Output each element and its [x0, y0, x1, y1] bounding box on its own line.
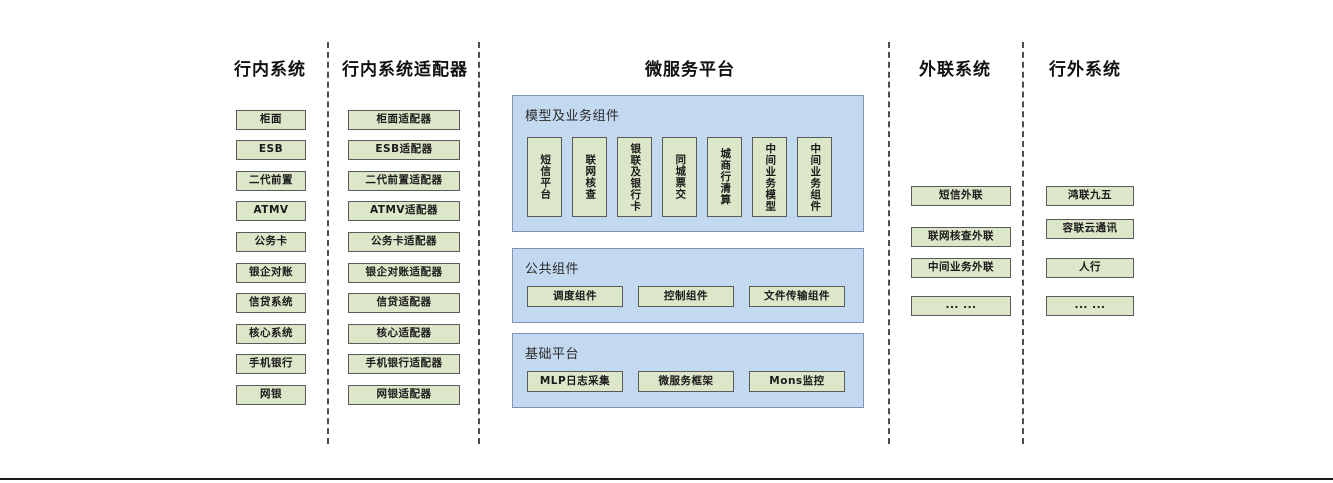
panel-base-platform: 基础平台	[512, 333, 864, 408]
node-inbank-system[interactable]: ATMV	[236, 201, 306, 221]
node-inbank-adapter[interactable]: 柜面适配器	[348, 110, 460, 130]
column-divider-2	[478, 42, 480, 444]
column-divider-3	[888, 42, 890, 444]
node-external-link-system[interactable]: ... ...	[911, 296, 1011, 316]
node-model-component[interactable]: 短信平台	[527, 137, 562, 217]
panel-title-model-business-components: 模型及业务组件	[525, 109, 620, 124]
node-external-link-system[interactable]: 短信外联	[911, 186, 1011, 206]
panel-title-base-platform: 基础平台	[525, 347, 580, 362]
node-inbank-system[interactable]: 手机银行	[236, 354, 306, 374]
node-public-component[interactable]: 文件传输组件	[749, 286, 845, 307]
node-inbank-adapter[interactable]: 信贷适配器	[348, 293, 460, 313]
node-inbank-system[interactable]: 网银	[236, 385, 306, 405]
panel-title-public-components: 公共组件	[525, 262, 580, 277]
column-heading-outbank-systems: 行外系统	[1049, 60, 1121, 80]
node-outbank-system[interactable]: 容联云通讯	[1046, 219, 1134, 239]
node-public-component[interactable]: 控制组件	[638, 286, 734, 307]
column-divider-1	[327, 42, 329, 444]
node-inbank-adapter[interactable]: 手机银行适配器	[348, 354, 460, 374]
node-inbank-system[interactable]: 柜面	[236, 110, 306, 130]
column-divider-4	[1022, 42, 1024, 444]
node-inbank-adapter[interactable]: ATMV适配器	[348, 201, 460, 221]
node-model-component[interactable]: 中间业务组件	[797, 137, 832, 217]
column-heading-inbank-adapters: 行内系统适配器	[342, 60, 468, 80]
node-inbank-system[interactable]: 二代前置	[236, 171, 306, 191]
node-model-component[interactable]: 城商行清算	[707, 137, 742, 217]
node-outbank-system[interactable]: 人行	[1046, 258, 1134, 278]
node-public-component[interactable]: 调度组件	[527, 286, 623, 307]
column-heading-microservice-platform: 微服务平台	[645, 60, 735, 80]
node-base-platform-component[interactable]: Mons监控	[749, 371, 845, 392]
node-inbank-adapter[interactable]: ESB适配器	[348, 140, 460, 160]
node-model-component[interactable]: 联网核查	[572, 137, 607, 217]
node-inbank-adapter[interactable]: 银企对账适配器	[348, 263, 460, 283]
node-inbank-adapter[interactable]: 核心适配器	[348, 324, 460, 344]
node-inbank-adapter[interactable]: 二代前置适配器	[348, 171, 460, 191]
node-inbank-adapter[interactable]: 公务卡适配器	[348, 232, 460, 252]
column-heading-external-link-systems: 外联系统	[919, 60, 991, 80]
node-model-component[interactable]: 银联及银行卡	[617, 137, 652, 217]
column-heading-inbank-systems: 行内系统	[234, 60, 306, 80]
panel-public-components: 公共组件	[512, 248, 864, 323]
node-external-link-system[interactable]: 联网核查外联	[911, 227, 1011, 247]
node-external-link-system[interactable]: 中间业务外联	[911, 258, 1011, 278]
node-base-platform-component[interactable]: 微服务框架	[638, 371, 734, 392]
node-inbank-system[interactable]: 核心系统	[236, 324, 306, 344]
node-model-component[interactable]: 同城票交	[662, 137, 697, 217]
node-inbank-system[interactable]: 公务卡	[236, 232, 306, 252]
bottom-rule	[0, 478, 1333, 480]
node-inbank-system[interactable]: 信贷系统	[236, 293, 306, 313]
node-base-platform-component[interactable]: MLP日志采集	[527, 371, 623, 392]
node-inbank-system[interactable]: ESB	[236, 140, 306, 160]
node-outbank-system[interactable]: 鸿联九五	[1046, 186, 1134, 206]
node-model-component[interactable]: 中间业务模型	[752, 137, 787, 217]
node-outbank-system[interactable]: ... ...	[1046, 296, 1134, 316]
node-inbank-system[interactable]: 银企对账	[236, 263, 306, 283]
node-inbank-adapter[interactable]: 网银适配器	[348, 385, 460, 405]
